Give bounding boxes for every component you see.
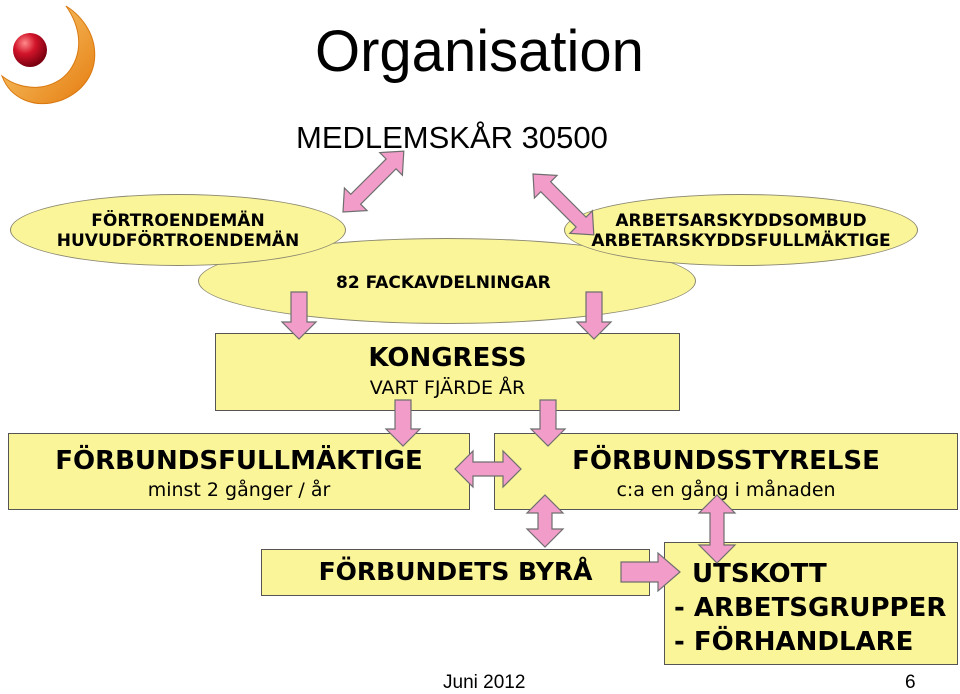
byra-box <box>261 549 650 596</box>
horiz-double-arrow <box>454 449 522 489</box>
forbundsstyrelse-title: FÖRBUNDSSTYRELSE <box>572 446 880 476</box>
kongress-title: KONGRESS <box>368 343 527 373</box>
down-arrow-fack-right <box>575 291 613 340</box>
utskott-line3: - FÖRHANDLARE <box>674 627 914 657</box>
footer-date: Juni 2012 <box>443 672 526 693</box>
forbundsfullmaktige-title: FÖRBUNDSFULLMÄKTIGE <box>55 446 423 476</box>
byra-title: FÖRBUNDETS BYRÅ <box>318 557 593 586</box>
right-arrow-byra-utskott <box>620 551 681 593</box>
down-arrow-fack-left <box>280 291 318 340</box>
kongress-subtitle: VART FJÄRDE ÅR <box>369 377 526 399</box>
arbetsskydd-line2: ARBETARSKYDDSFULLMÄKTIGE <box>591 231 891 251</box>
utskott-label: UTSKOTT - ARBETSGRUPPER - FÖRHANDLARE <box>674 557 946 659</box>
utskott-line2: - ARBETSGRUPPER <box>674 593 947 623</box>
member-count: MEDLEMSKÅR 30500 <box>296 120 608 155</box>
fortroendeman-line1: FÖRTROENDEMÄN <box>91 211 265 231</box>
fackavdelningar-label: 82 FACKAVDELNINGAR <box>336 273 551 293</box>
arbetsskydd-label: ARBETSARSKYDDSOMBUD ARBETARSKYDDSFULLMÄK… <box>564 211 918 251</box>
arbetsskydd-line1: ARBETSARSKYDDSOMBUD <box>615 211 867 231</box>
kongress-box <box>215 333 680 411</box>
forbundsstyrelse-subtitle: c:a en gång i månaden <box>616 479 836 501</box>
fortroendeman-label: FÖRTROENDEMÄN HUVUDFÖRTROENDEMÄN <box>10 211 346 251</box>
page-number: 6 <box>905 672 916 693</box>
diag-arrow-right <box>532 173 595 236</box>
vert-double-arrow-utskott <box>697 494 737 564</box>
down-arrow-kongress-left <box>384 399 422 447</box>
logo-icon <box>0 5 96 105</box>
utskott-box <box>664 542 958 665</box>
page-title: Organisation <box>315 19 644 84</box>
vert-double-arrow-byra <box>525 494 565 548</box>
diag-arrow-left <box>342 150 405 213</box>
forbundsfullmaktige-box <box>8 433 470 510</box>
utskott-line1: UTSKOTT <box>692 559 827 589</box>
fortroendeman-line2: HUVUDFÖRTROENDEMÄN <box>56 231 300 251</box>
arbetsskydd-ellipse <box>564 194 918 266</box>
fortroendeman-ellipse <box>10 194 346 266</box>
forbundsfullmaktige-subtitle: minst 2 gånger / år <box>147 479 331 501</box>
down-arrow-kongress-right <box>529 399 567 447</box>
